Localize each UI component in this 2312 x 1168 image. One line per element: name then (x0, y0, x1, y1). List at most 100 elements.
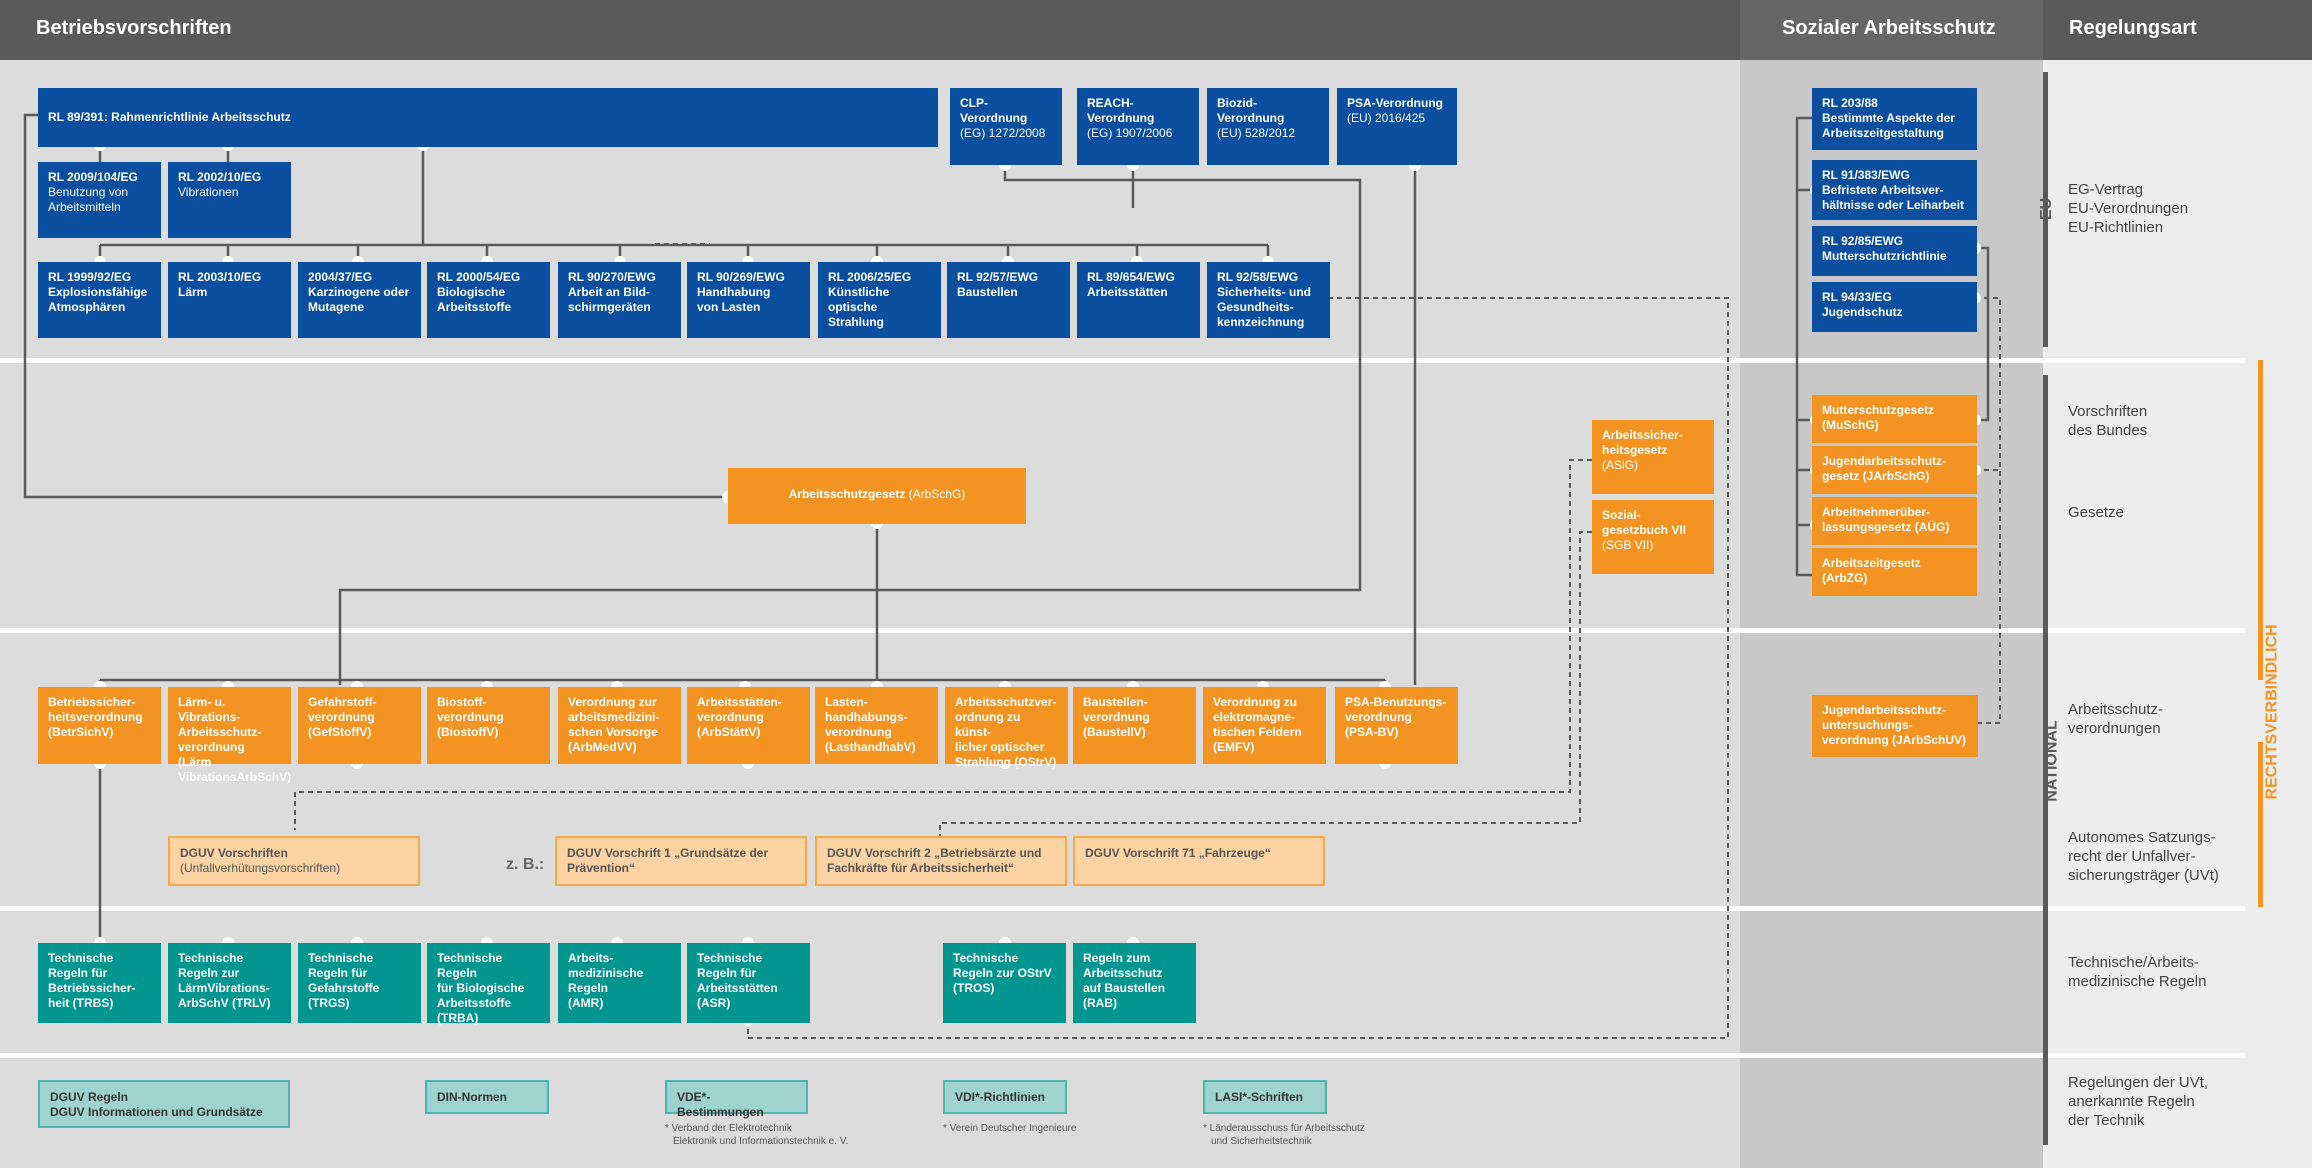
social-law-2-line-2: gesetz (JArbSchG) (1822, 469, 1930, 483)
dguv-2-l1: DGUV Vorschrift 2 „Betriebsärzte und (827, 846, 1042, 860)
directive-7-line-3: optische (828, 300, 878, 314)
arbschg-abbr: (ArbSchG) (908, 487, 966, 501)
directive-5-line-1: RL 90/270/EWG (568, 270, 656, 284)
tech-rule-3-line-3: Gefahrstoffe (308, 981, 380, 995)
lasi-rules: LASI*-Schriften (1203, 1080, 1327, 1114)
arbschg-law: Arbeitsschutzgesetz (ArbSchG) (728, 468, 1026, 524)
dguv-1-l2: Prävention“ (567, 861, 636, 875)
regtype-bund: Vorschriften des Bundes (2068, 402, 2147, 440)
ordinance-2-line-2: Arbeitsschutz- (178, 725, 262, 739)
directive-5-line-2: Arbeit an Bild- (568, 285, 651, 299)
social-eu-1-line-2: Bestimmte Aspekte der (1822, 111, 1955, 125)
regtype-bund-l2: des Bundes (2068, 422, 2148, 439)
footnote-lasi-l1: * Länderausschuss für Arbeitsschutz (1203, 1123, 1365, 1134)
din-norms: DIN-Normen (425, 1080, 549, 1114)
ordinance-5-line-1: Verordnung zur (568, 695, 657, 709)
directive-10-line-4: kennzeichnung (1217, 315, 1305, 329)
vde-rules: VDE*-Bestimmungen (665, 1080, 808, 1119)
social-eu-1-line-1: RL 203/88 (1822, 96, 1878, 110)
tech-rule-4-line-2: für Biologische (437, 981, 525, 995)
tech-rule-4-line-1: Technische Regeln (437, 951, 503, 980)
social-eu-3-line-2: Mutterschutzrichtlinie (1822, 249, 1947, 263)
header-main-title: Betriebsvorschriften (36, 17, 232, 39)
footnote-vde-l2: Elektronik und Informationstechnik e. V. (673, 1136, 849, 1147)
tech-rule-6-line-4: (ASR) (697, 996, 731, 1010)
dguv-main-title: DGUV Vorschriften (180, 846, 288, 860)
social-eu-4-line-1: RL 94/33/EG (1822, 290, 1892, 304)
ordinance-6: Arbeitsstätten-verordnung(ArbStättV) (687, 687, 810, 764)
tech-rule-1-line-1: Technische (48, 951, 114, 965)
tech-rule-1-line-2: Regeln für (48, 966, 108, 980)
rl-2009-104-l2: Benutzung von (48, 185, 129, 199)
ordinance-7: Lasten-handhabungs-verordnung(Lasthandha… (815, 687, 938, 764)
social-eu-1-line-3: Arbeitszeitgestaltung (1822, 126, 1945, 140)
clp-regulation: CLP-Verordnung(EG) 1272/2008 (950, 88, 1062, 165)
dguv-71-l1: DGUV Vorschrift 71 „Fahrzeuge“ (1085, 846, 1271, 860)
directive-5-line-3: schirmgeräten (568, 300, 651, 314)
directive-10-line-2: Sicherheits- und (1217, 285, 1312, 299)
lasi-label: LASI*-Schriften (1215, 1090, 1304, 1104)
psa-title: PSA-Verordnung (1347, 96, 1444, 110)
ordinance-5-line-4: (ArbMedVV) (568, 740, 637, 754)
social-law-1-line-2: (MuSchG) (1822, 418, 1879, 432)
ordinance-4: Biostoff-verordnung(BiostoffV) (427, 687, 550, 764)
regtype-gesetze: Gesetze (2068, 504, 2124, 521)
ordinance-8-line-1: Arbeitsschutzver- (955, 695, 1057, 709)
directive-1-line-2: Explosionsfähige (48, 285, 148, 299)
national-bar (2043, 375, 2048, 1145)
footnote-lasi-l2: und Sicherheitstechnik (1211, 1136, 1312, 1147)
asig-law: Arbeitssicher-heitsgesetz(ASiG) (1592, 420, 1714, 494)
asig-l2: heitsgesetz (1602, 443, 1668, 457)
header-social-title: Sozialer Arbeitsschutz (1782, 17, 1996, 39)
jarbschuv-l2: untersuchungs- (1822, 718, 1913, 732)
biocide-regulation: Biozid-Verordnung(EU) 528/2012 (1207, 88, 1329, 165)
tech-rule-7-line-3: (TROS) (953, 981, 995, 995)
ordinance-9-line-1: Baustellen- (1083, 695, 1148, 709)
social-law-4-line-1: Arbeitszeitgesetz (1822, 556, 1921, 570)
footnote-vdi: * Verein Deutscher Ingenieure (943, 1122, 1076, 1135)
social-law-1-line-1: Mutterschutzgesetz (1822, 403, 1935, 417)
tech-rule-2-line-4: ArbSchV (TRLV) (178, 996, 271, 1010)
tech-rule-5-line-3: Regeln (568, 981, 609, 995)
vde-label: VDE*-Bestimmungen (677, 1090, 764, 1119)
sgb-abbr: (SGB VII) (1602, 538, 1654, 552)
regtype-tech-l1: Technische/Arbeits- (2068, 954, 2199, 971)
reach-title: REACH- (1087, 96, 1134, 110)
header-type-title: Regelungsart (2069, 17, 2197, 39)
tech-rule-2-line-3: LärmVibrations- (178, 981, 270, 995)
din-label: DIN-Normen (437, 1090, 508, 1104)
directive-10-line-3: Gesundheits- (1217, 300, 1294, 314)
regtype-other-l3: der Technik (2068, 1112, 2145, 1129)
tech-rule-8-line-1: Regeln zum (1083, 951, 1151, 965)
biocide-title: Biozid- (1217, 96, 1257, 110)
ordinance-9-line-3: (BaustellV) (1083, 725, 1146, 739)
footnote-lasi: * Länderausschuss für Arbeitsschutz und S… (1203, 1122, 1365, 1148)
tech-rule-5-line-4: (AMR) (568, 996, 604, 1010)
tech-rule-3-line-2: Regeln für (308, 966, 368, 980)
regtype-uvt-l3: sicherungsträger (UVt) (2068, 867, 2219, 884)
ordinance-9-line-2: verordnung (1083, 710, 1150, 724)
ordinance-11-line-1: PSA-Benutzungs- (1345, 695, 1447, 709)
binding-bar-bottom (2258, 742, 2263, 907)
ordinance-6-line-1: Arbeitsstätten- (697, 695, 782, 709)
directive-3-line-3: Mutagene (308, 300, 365, 314)
regtype-bund-l1: Vorschriften (2068, 403, 2148, 420)
ordinance-3-line-3: (GefStoffV) (308, 725, 372, 739)
ordinance-4-line-1: Biostoff- (437, 695, 487, 709)
jarbschuv-l1: Jugendarbeitsschutz- (1822, 703, 1947, 717)
regtype-uvt: Autonomes Satzungs-recht der Unfallver-s… (2068, 828, 2219, 885)
tech-rule-6-line-2: Regeln für (697, 966, 757, 980)
